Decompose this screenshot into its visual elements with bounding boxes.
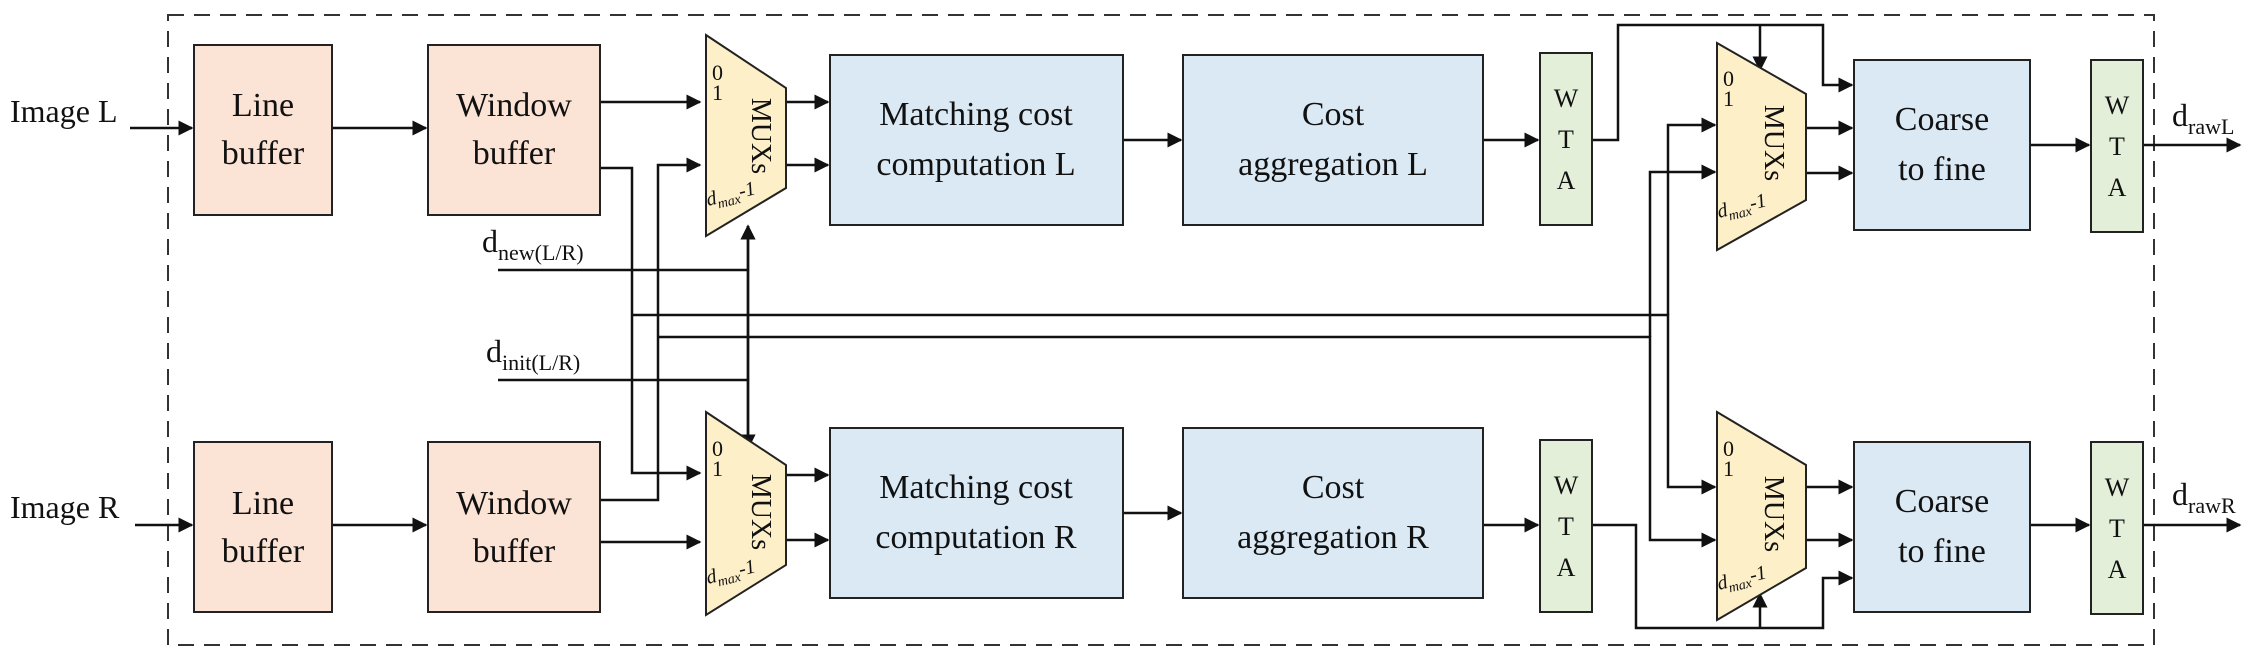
wire-wta-l-coarse-l — [1592, 23, 1854, 142]
mux-r-port0: 0 — [712, 436, 723, 461]
mux-right-l-dmax: dmax-1 — [1715, 189, 1770, 226]
mux-right-r: 0 1 MUXs dmax-1 — [1715, 410, 1807, 622]
wta-r-2: W T A — [2090, 441, 2144, 615]
wta-l-2-t: T — [2109, 132, 2125, 161]
input-label-d-init: dinit(L/R) — [486, 333, 580, 375]
mux-l: 0 1 MUXs dmax-1 — [704, 33, 787, 238]
wire-winbuf-r-mux-l — [600, 157, 702, 502]
window-buffer-r-line1: Window — [456, 485, 572, 522]
input-label-image-l: Image L — [10, 93, 118, 129]
wta-l-1: W T A — [1539, 52, 1593, 226]
coarse-to-fine-l-line2: to fine — [1898, 151, 1986, 188]
wta-r-1-w: W — [1554, 471, 1579, 500]
cost-aggregation-l-line1: Cost — [1302, 96, 1365, 133]
system-boundary — [167, 14, 2155, 646]
mux-right-l: 0 1 MUXs dmax-1 — [1715, 41, 1807, 252]
coarse-to-fine-l: Coarse to fine — [1853, 59, 2031, 231]
line-buffer-r-line1: Line — [232, 485, 294, 522]
wta-l-1-t: T — [1558, 125, 1574, 154]
coarse-to-fine-l-line1: Coarse — [1895, 101, 1989, 138]
window-buffer-r-line2: buffer — [473, 533, 556, 570]
mux-right-r-label: MUXs — [1758, 476, 1789, 552]
mux-r: 0 1 MUXs dmax-1 — [704, 410, 787, 617]
window-buffer-r: Window buffer — [427, 441, 601, 613]
matching-cost-r: Matching cost computation R — [829, 427, 1124, 599]
wta-l-2-w: W — [2105, 91, 2130, 120]
mux-r-label: MUXs — [745, 474, 776, 550]
wta-l-2: W T A — [2090, 59, 2144, 233]
output-label-d-raw-r: drawR — [2172, 476, 2236, 518]
wta-l-1-w: W — [1554, 84, 1579, 113]
mux-l-label: MUXs — [745, 98, 776, 174]
wta-l-1-a: A — [1557, 166, 1576, 195]
wire-bus-upper — [632, 313, 1717, 495]
line-buffer-r: Line buffer — [193, 441, 333, 613]
cost-aggregation-r: Cost aggregation R — [1182, 427, 1484, 599]
mux-r-port1: 1 — [712, 456, 723, 481]
wta-r-2-a: A — [2108, 555, 2127, 584]
wta-l-2-a: A — [2108, 173, 2127, 202]
cost-aggregation-r-line2: aggregation R — [1237, 519, 1429, 556]
mux-right-l-label: MUXs — [1758, 105, 1789, 181]
matching-cost-r-line2: computation R — [875, 519, 1076, 556]
cost-aggregation-l: Cost aggregation L — [1182, 54, 1484, 226]
wta-r-1-a: A — [1557, 553, 1576, 582]
line-buffer-l-line1: Line — [232, 87, 294, 124]
wire-winbuf-l-mux-r — [600, 166, 702, 481]
mux-l-port0: 0 — [712, 60, 723, 85]
mux-right-r-port0: 0 — [1723, 436, 1734, 461]
cost-aggregation-l-line2: aggregation L — [1238, 146, 1428, 183]
wire-wta-r-coarse-r — [1592, 523, 1854, 630]
wta-r-1-t: T — [1558, 512, 1574, 541]
coarse-to-fine-r-line1: Coarse — [1895, 483, 1989, 520]
wta-r-2-w: W — [2105, 473, 2130, 502]
line-buffer-l-line2: buffer — [222, 135, 305, 172]
wta-r-2-t: T — [2109, 514, 2125, 543]
wire-bus-lower-branch — [1648, 164, 1717, 337]
coarse-to-fine-r: Coarse to fine — [1853, 441, 2031, 613]
wire-bus-upper-branch — [1666, 117, 1717, 315]
mux-r-dmax: dmax-1 — [704, 555, 759, 592]
output-label-d-raw-l: drawL — [2172, 97, 2234, 139]
line-buffer-l: Line buffer — [193, 44, 333, 216]
window-buffer-l: Window buffer — [427, 44, 601, 216]
window-buffer-l-line1: Window — [456, 87, 572, 124]
cost-aggregation-r-line1: Cost — [1302, 469, 1365, 506]
mux-right-r-port1: 1 — [1723, 456, 1734, 481]
mux-right-l-port0: 0 — [1723, 66, 1734, 91]
matching-cost-l: Matching cost computation L — [829, 54, 1124, 226]
wires — [130, 23, 2242, 630]
wire-bus-lower — [658, 335, 1717, 548]
coarse-to-fine-r-line2: to fine — [1898, 533, 1986, 570]
mux-right-l-port1: 1 — [1723, 86, 1734, 111]
line-buffer-r-line2: buffer — [222, 533, 305, 570]
wta-r-1: W T A — [1539, 439, 1593, 613]
input-label-image-r: Image R — [10, 489, 120, 525]
matching-cost-l-line2: computation L — [876, 146, 1075, 183]
input-label-d-new: dnew(L/R) — [482, 223, 584, 265]
matching-cost-r-line1: Matching cost — [879, 469, 1073, 506]
matching-cost-l-line1: Matching cost — [879, 96, 1073, 133]
mux-l-port1: 1 — [712, 80, 723, 105]
window-buffer-l-line2: buffer — [473, 135, 556, 172]
